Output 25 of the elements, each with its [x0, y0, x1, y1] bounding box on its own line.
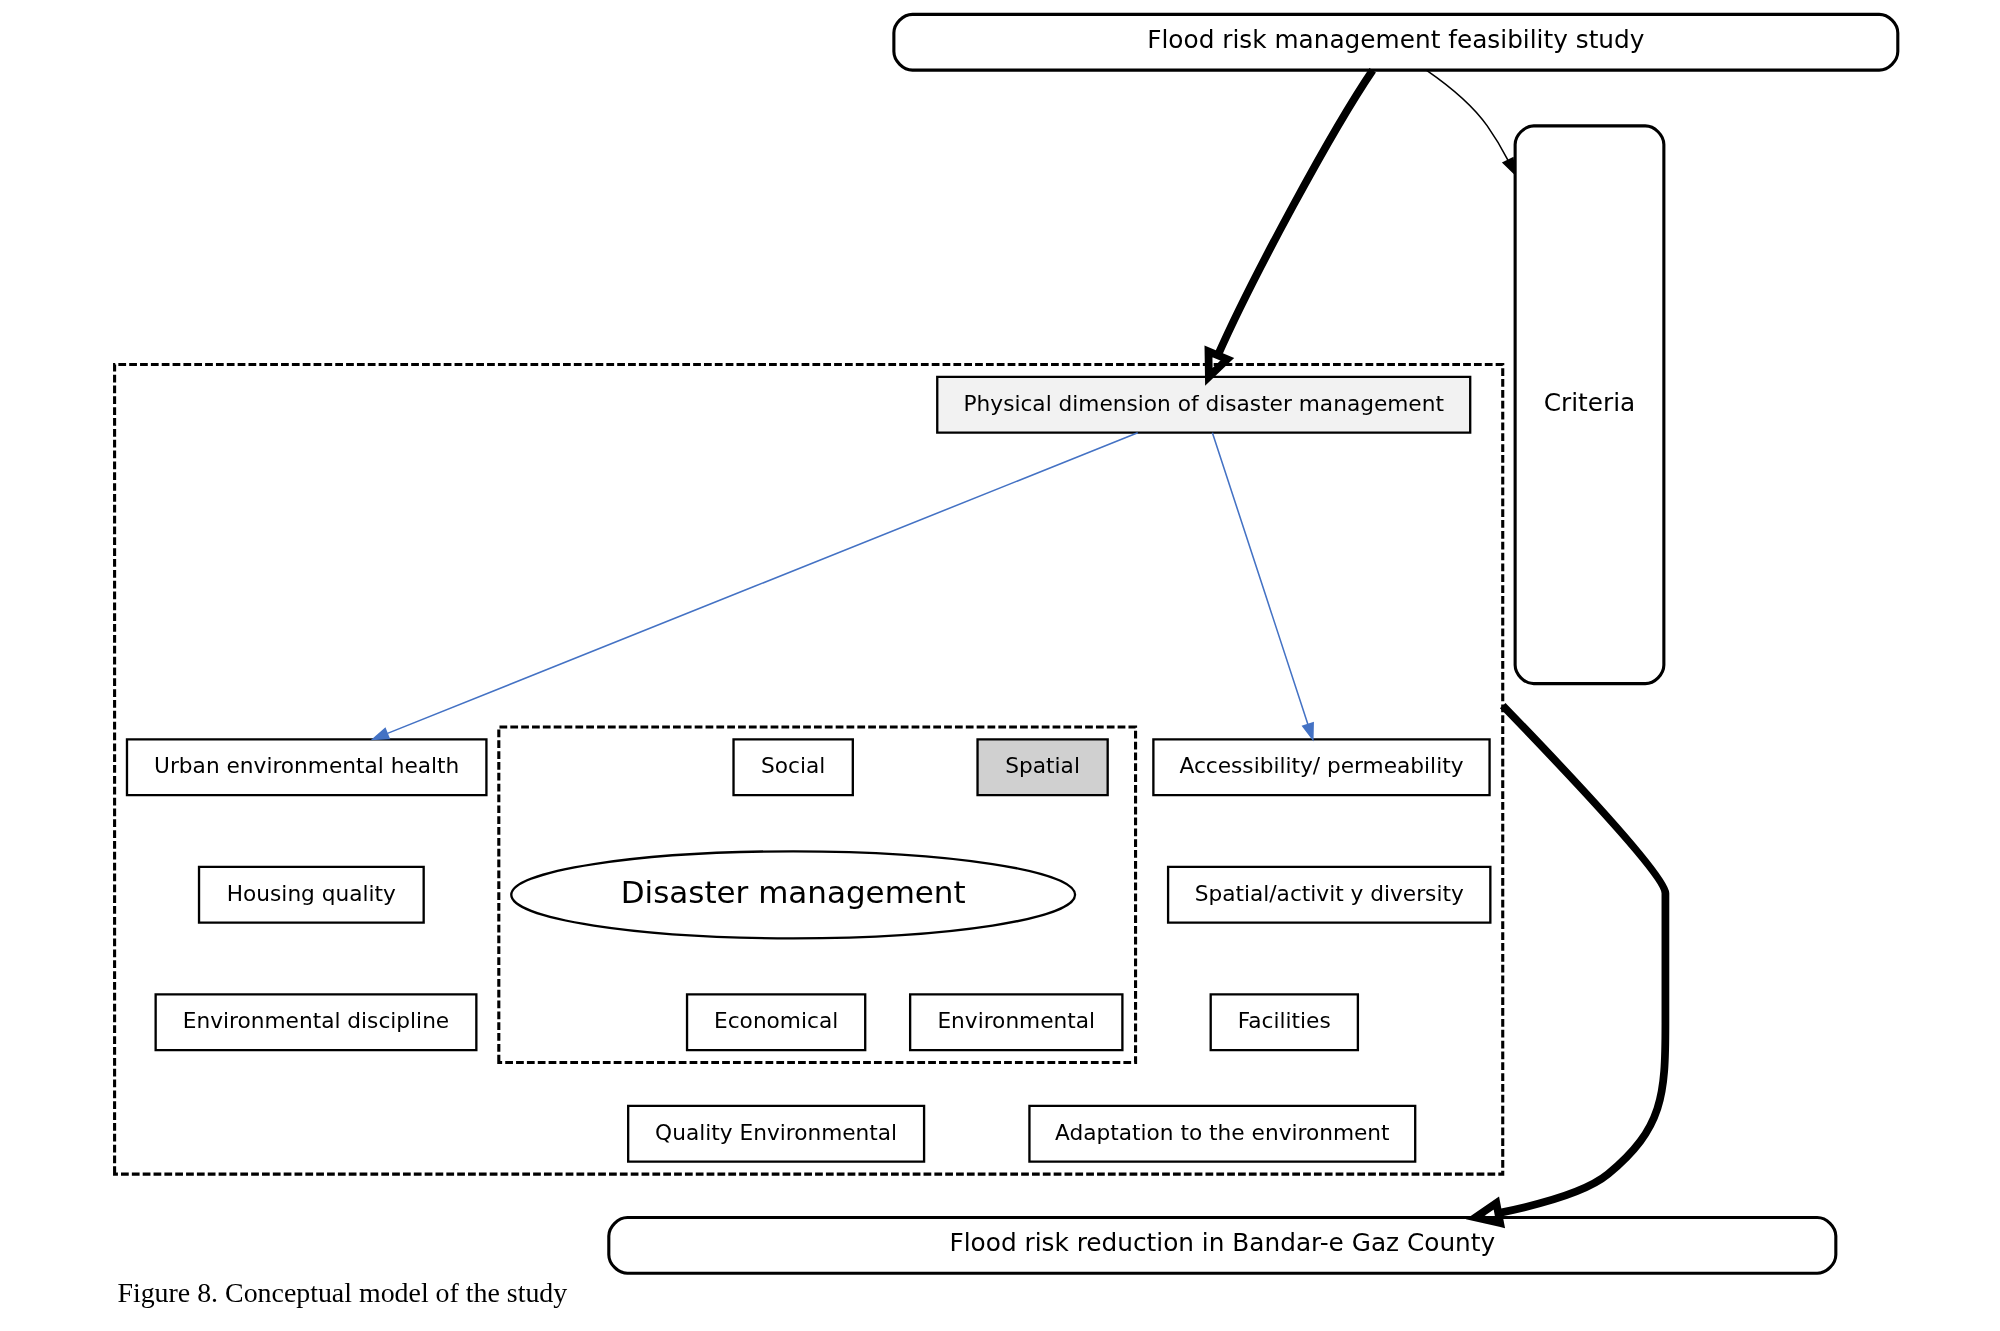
node-box: Flood risk reduction in Bandar-e Gaz County	[607, 1215, 1838, 1275]
node-box: Physical dimension of disaster management	[936, 375, 1472, 434]
node-box: Social	[732, 738, 854, 797]
node-box: Quality Environmental	[627, 1104, 926, 1163]
arrow	[1204, 68, 1376, 386]
node-box: Environmental discipline	[154, 993, 478, 1052]
node-box: Economical	[685, 993, 867, 1052]
arrow	[370, 432, 1139, 741]
node-box: Spatial/activit y diversity	[1166, 865, 1492, 924]
node-box: Accessibility/ permeability	[1152, 738, 1491, 797]
cluster	[497, 725, 1138, 1065]
node-box: Urban environmental health	[125, 738, 488, 797]
caption: Figure 8. Conceptual model of the study	[117, 1276, 568, 1308]
cluster	[113, 362, 1505, 1176]
node-box: Facilities	[1209, 993, 1360, 1052]
arrow	[1425, 69, 1516, 177]
node-box: Spatial	[976, 738, 1109, 797]
node-box: Adaptation to the environment	[1028, 1104, 1417, 1163]
node-box: Housing quality	[197, 865, 425, 924]
node-box: Flood risk management feasibility study	[892, 12, 1900, 72]
node-ellipse: Disaster management	[510, 850, 1077, 940]
node-box: Environmental	[909, 993, 1124, 1052]
arrow	[1211, 432, 1314, 742]
arrow	[1465, 702, 1670, 1229]
node-box: Criteria	[1513, 124, 1666, 686]
